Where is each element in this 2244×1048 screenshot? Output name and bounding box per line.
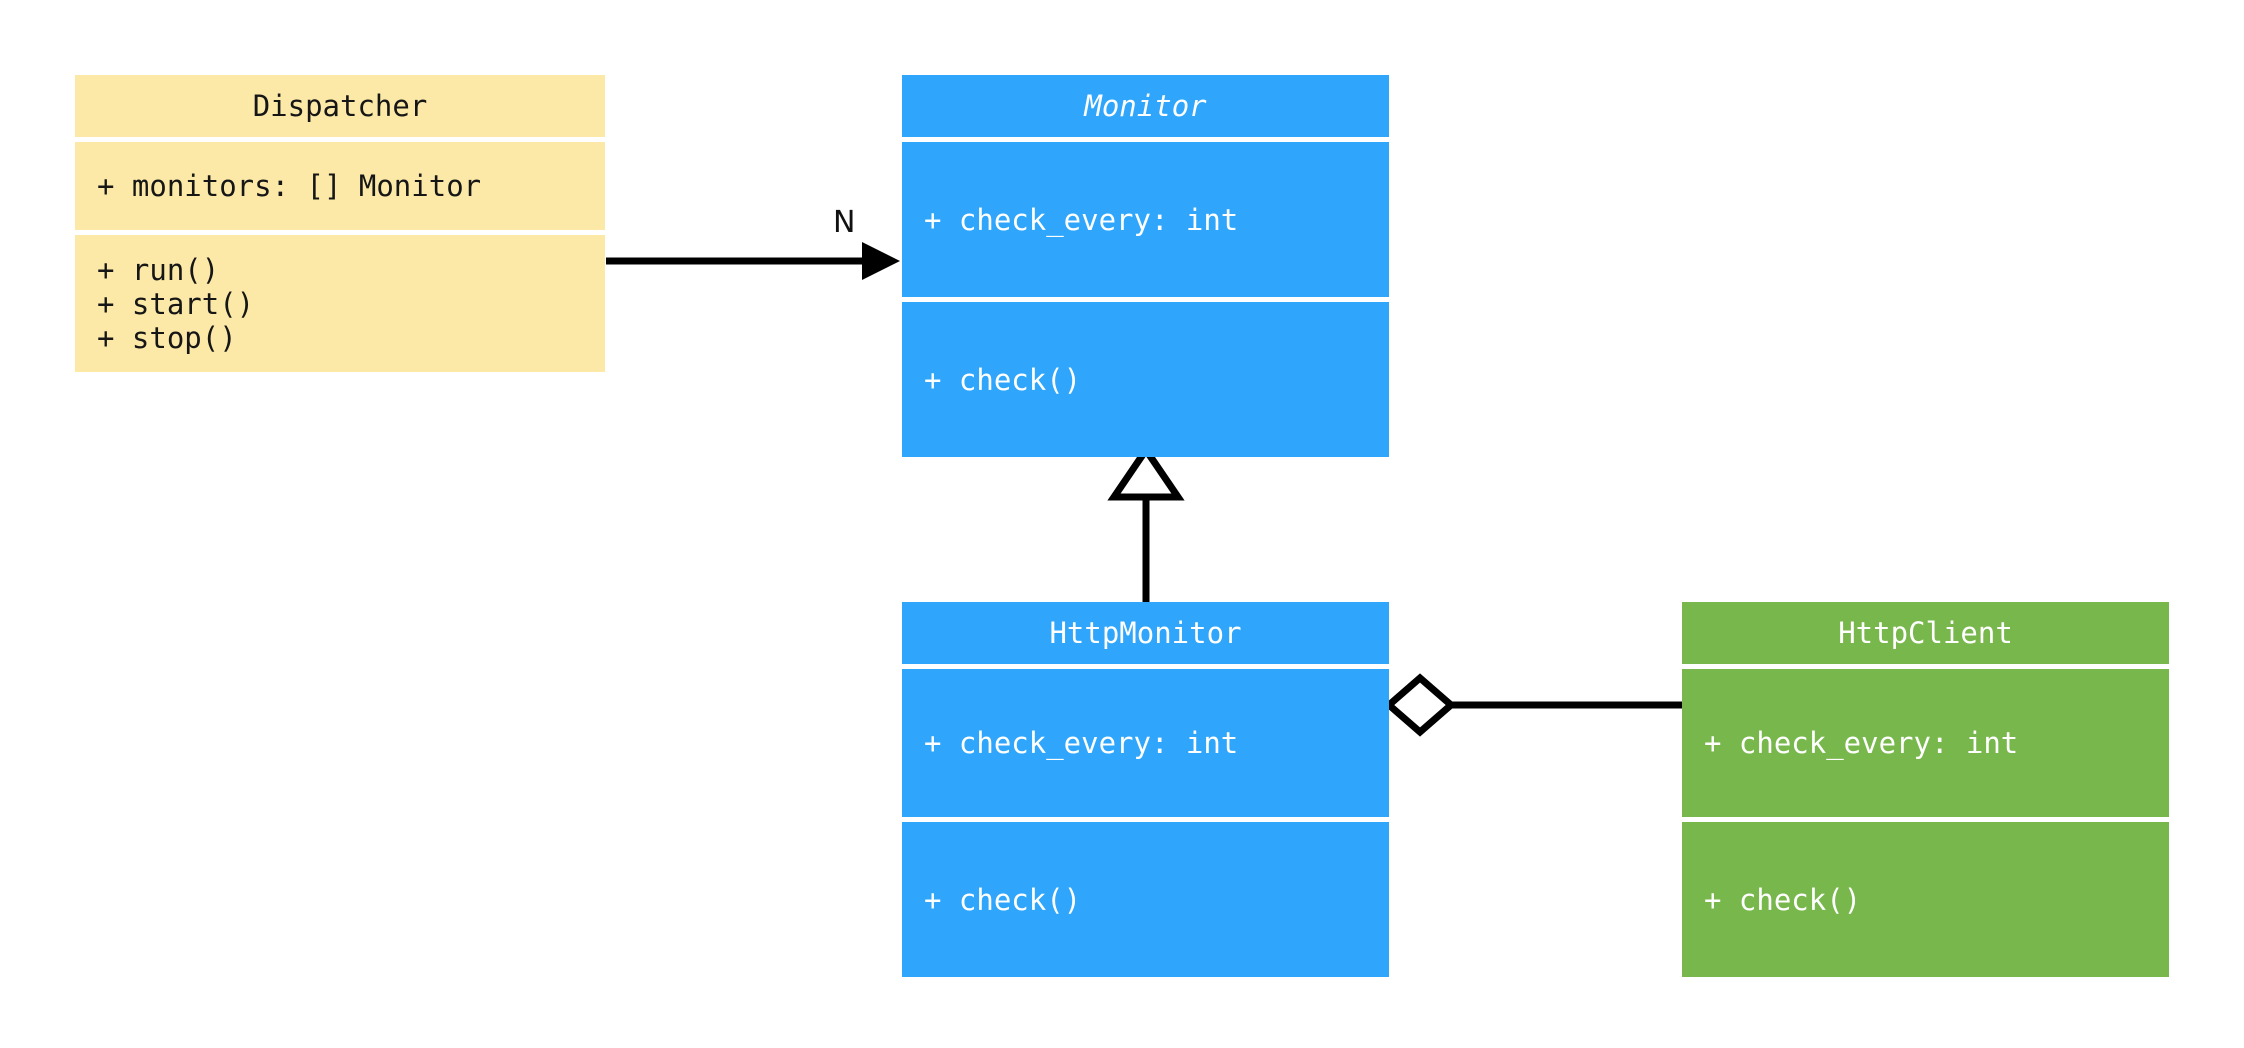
- class-attributes-compartment: + check_every: int: [902, 669, 1389, 817]
- operation-list: + check(): [1704, 883, 1861, 917]
- class-attributes-compartment: + monitors: [] Monitor: [75, 142, 605, 230]
- class-operations-compartment: + check(): [1682, 822, 2169, 977]
- class-title-compartment: Dispatcher: [75, 75, 605, 137]
- uml-class-httpclient[interactable]: HttpClient + check_every: int + check(): [1682, 602, 2169, 977]
- class-title-compartment: HttpMonitor: [902, 602, 1389, 664]
- operation-list: + check(): [924, 363, 1081, 397]
- operation-item: + run(): [97, 252, 220, 287]
- operation-item: + stop(): [97, 320, 237, 355]
- attribute-list: + check_every: int: [924, 203, 1238, 237]
- attribute-list: + monitors: [] Monitor: [97, 169, 481, 203]
- class-title-compartment: HttpClient: [1682, 602, 2169, 664]
- class-title-compartment: Monitor: [902, 75, 1389, 137]
- class-attributes-compartment: + check_every: int: [1682, 669, 2169, 817]
- class-name-monitor: Monitor: [1084, 89, 1207, 123]
- attribute-item: + check_every: int: [924, 726, 1239, 760]
- class-name-httpmonitor: HttpMonitor: [1049, 616, 1242, 650]
- aggregation-httpmonitor-httpclient: [1383, 673, 1682, 737]
- attribute-list: + check_every: int: [1704, 726, 2018, 760]
- class-name-dispatcher: Dispatcher: [252, 89, 428, 123]
- uml-class-dispatcher[interactable]: Dispatcher + monitors: [] Monitor + run(…: [75, 75, 605, 372]
- uml-class-monitor[interactable]: Monitor + check_every: int + check(): [902, 75, 1389, 457]
- attribute-item: + check_every: int: [924, 202, 1239, 237]
- class-name-httpclient: HttpClient: [1838, 616, 2013, 650]
- association-multiplicity-label: N: [833, 205, 856, 240]
- class-operations-compartment: + check(): [902, 822, 1389, 977]
- operation-item: + start(): [97, 286, 255, 321]
- operation-list: + run() + start() + stop(): [97, 253, 254, 355]
- class-operations-compartment: + run() + start() + stop(): [75, 235, 605, 372]
- operation-item: + check(): [924, 882, 1082, 917]
- uml-class-httpmonitor[interactable]: HttpMonitor + check_every: int + check(): [902, 602, 1389, 977]
- class-operations-compartment: + check(): [902, 302, 1389, 457]
- filled-arrowhead-icon: [862, 242, 900, 280]
- attribute-item: + monitors: [] Monitor: [97, 169, 482, 203]
- association-dispatcher-monitor: [606, 242, 900, 280]
- attribute-list: + check_every: int: [924, 726, 1238, 760]
- hollow-triangle-icon: [1107, 443, 1185, 501]
- operation-list: + check(): [924, 883, 1081, 917]
- attribute-item: + check_every: int: [1704, 726, 2019, 760]
- operation-item: + check(): [924, 362, 1082, 397]
- operation-item: + check(): [1704, 882, 1862, 917]
- inheritance-httpmonitor-monitor: [1107, 443, 1185, 602]
- hollow-diamond-icon: [1383, 673, 1457, 737]
- class-attributes-compartment: + check_every: int: [902, 142, 1389, 297]
